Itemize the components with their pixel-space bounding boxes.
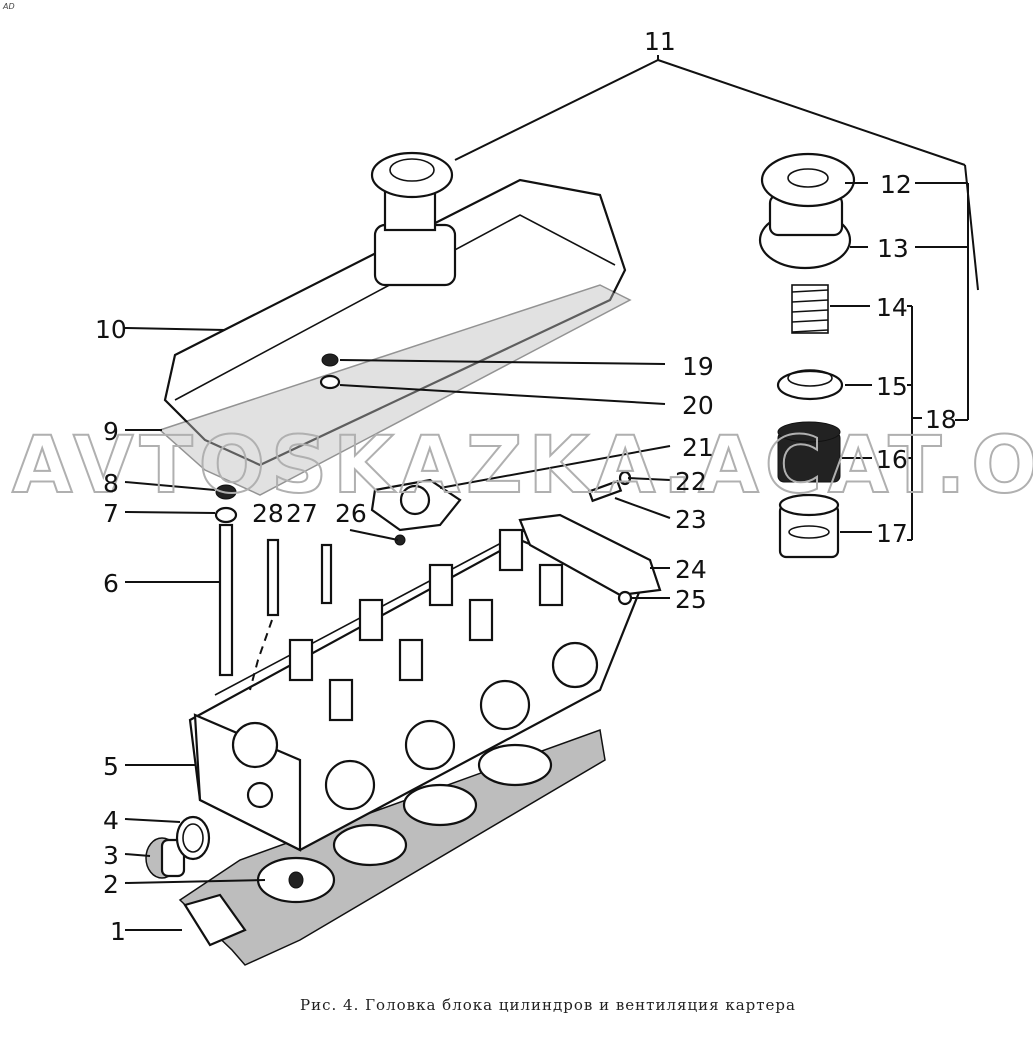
callout-1: 1 — [110, 917, 126, 946]
callout-9: 9 — [103, 417, 119, 446]
callout-7: 7 — [103, 499, 119, 528]
callout-14: 14 — [876, 293, 908, 322]
filter-element — [777, 421, 841, 483]
manifold-gasket — [518, 513, 662, 597]
callout-27: 27 — [286, 499, 318, 528]
callout-11: 11 — [644, 27, 676, 56]
plug — [145, 837, 186, 879]
callout-23: 23 — [675, 505, 707, 534]
breather-cap — [758, 152, 856, 270]
callout-4: 4 — [103, 806, 119, 835]
valve-cup — [776, 369, 844, 401]
cover-washer — [319, 374, 341, 390]
stud-short — [320, 543, 333, 605]
callout-8: 8 — [103, 469, 119, 498]
callout-3: 3 — [103, 841, 119, 870]
callout-15: 15 — [876, 372, 908, 401]
small-washer — [617, 590, 633, 606]
stud-long — [266, 538, 280, 617]
corner-mark: AD — [2, 2, 15, 11]
callout-28: 28 — [252, 499, 284, 528]
cylinder-head — [188, 524, 642, 852]
head-bolt — [218, 523, 234, 677]
cover-nut — [321, 353, 339, 367]
callout-21: 21 — [682, 433, 714, 462]
figure-caption: Рис. 4. Головка блока цилиндров и вентил… — [300, 996, 796, 1014]
filter-housing — [778, 493, 840, 559]
callout-10: 10 — [95, 315, 127, 344]
filler-cap — [370, 151, 457, 287]
callout-24: 24 — [675, 555, 707, 584]
washer — [214, 506, 238, 524]
watermark: AVTOSKAZKA.ACAT.ONLINE — [12, 421, 1033, 511]
nut — [215, 484, 237, 500]
dowel-sleeve — [288, 871, 304, 889]
callout-6: 6 — [103, 569, 119, 598]
leader-lines — [124, 55, 979, 931]
callout-13: 13 — [877, 234, 909, 263]
callout-2: 2 — [103, 870, 119, 899]
callout-22: 22 — [675, 467, 707, 496]
sealing-ring — [175, 815, 211, 861]
stud-leader-dashed — [249, 619, 273, 691]
callout-18: 18 — [925, 405, 957, 434]
callout-19: 19 — [682, 352, 714, 381]
callout-26: 26 — [335, 499, 367, 528]
callout-17: 17 — [876, 519, 908, 548]
valve-cover — [158, 178, 632, 496]
callout-20: 20 — [682, 391, 714, 420]
callout-5: 5 — [103, 752, 119, 781]
callout-16: 16 — [876, 445, 908, 474]
callout-25: 25 — [675, 585, 707, 614]
bolt — [587, 470, 632, 503]
spring — [791, 284, 829, 334]
callout-labels: 1 2 3 4 5 6 7 8 9 10 11 12 13 14 15 16 1… — [95, 27, 957, 946]
callout-12: 12 — [880, 170, 912, 199]
cover-plate — [370, 478, 462, 546]
